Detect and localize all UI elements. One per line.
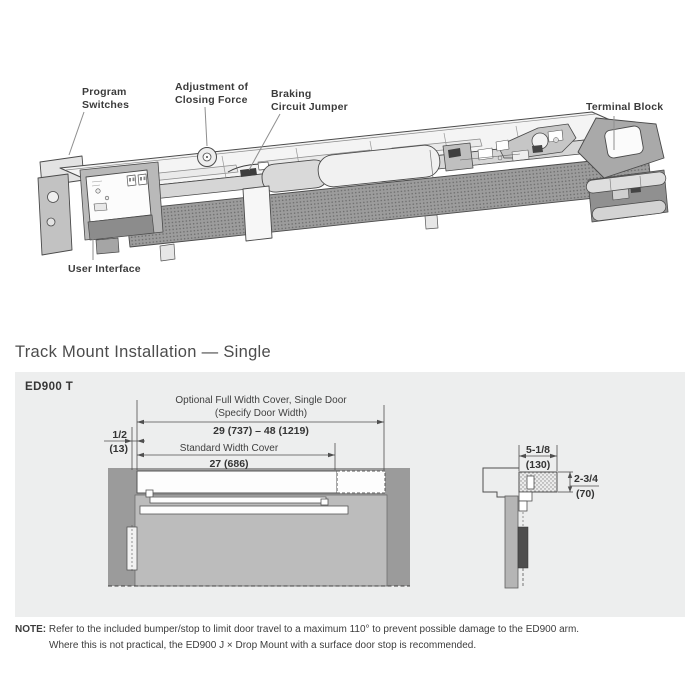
- height-dim-1: 2-3/4: [574, 473, 598, 485]
- height-dim-2: (70): [576, 488, 595, 500]
- offset-dim-2: (13): [109, 443, 128, 455]
- operator-body: [37, 111, 669, 262]
- full-cover-label-1: Optional Full Width Cover, Single Door: [175, 395, 347, 406]
- operator-section: [518, 471, 558, 493]
- standard-cover-label: Standard Width Cover: [180, 443, 279, 454]
- section-heading: Track Mount Installation — Single: [15, 343, 271, 361]
- track: [149, 496, 327, 504]
- side-arrowheads: [519, 453, 573, 492]
- offset-dim-1: 1/2: [112, 429, 127, 441]
- optional-cover-extension: [336, 470, 386, 494]
- note-line2: Where this is not practical, the ED900 J…: [49, 639, 477, 651]
- depth-dim-1: 5-1/8: [526, 444, 550, 456]
- installation-drawings: Optional Full Width Cover, Single Door (…: [104, 395, 599, 589]
- model-label: ED900 T: [25, 381, 74, 393]
- label-program-switches-1: Program: [82, 86, 127, 98]
- leader-closing-force: [204, 106, 208, 147]
- door-section: [504, 495, 519, 589]
- motor-cylinder: [317, 144, 441, 188]
- door-operator-illustration: Program Switches Adjustment of Closing F…: [37, 81, 669, 275]
- braking-circuit-jumper: [227, 161, 273, 177]
- leader-braking-jumper: [248, 113, 281, 171]
- full-cover-label-2: (Specify Door Width): [215, 408, 307, 419]
- note-line1: Refer to the included bumper/stop to lim…: [48, 624, 580, 635]
- label-braking-jumper-1: Braking: [271, 88, 312, 100]
- note-text: NOTE: Refer to the included bumper/stop …: [15, 622, 687, 653]
- label-program-switches-2: Switches: [82, 99, 129, 111]
- slide-arm: [139, 505, 349, 515]
- label-closing-force-1: Adjustment of: [175, 81, 248, 93]
- standard-cover-dim: 27 (686): [209, 458, 248, 470]
- leader-program-switches: [68, 111, 85, 156]
- side-view-drawing: 5-1/8 (130) 2-3/4 (70): [482, 444, 599, 589]
- label-user-interface: User Interface: [68, 263, 141, 275]
- arm-channel: [517, 526, 529, 569]
- user-interface-panel: [79, 161, 164, 255]
- leader-lines: [68, 106, 615, 260]
- component-details: [459, 129, 564, 166]
- closing-force-dial: [197, 147, 217, 167]
- frame-profile: [482, 467, 519, 498]
- label-closing-force-2: Closing Force: [175, 94, 248, 106]
- label-braking-jumper-2: Circuit Jumper: [271, 101, 348, 113]
- arrowheads: [125, 419, 384, 458]
- full-cover-dim: 29 (737) – 48 (1219): [213, 425, 309, 437]
- note-label: NOTE:: [15, 624, 47, 635]
- installation-panel: ED900 T: [15, 372, 685, 617]
- depth-dim-2: (130): [526, 459, 551, 471]
- slider-bracket: [242, 185, 273, 242]
- standard-cover: [136, 470, 338, 494]
- terminal-block-end: [577, 117, 669, 223]
- label-terminal-block: Terminal Block: [586, 101, 663, 113]
- front-view-drawing: Optional Full Width Cover, Single Door (…: [104, 395, 410, 587]
